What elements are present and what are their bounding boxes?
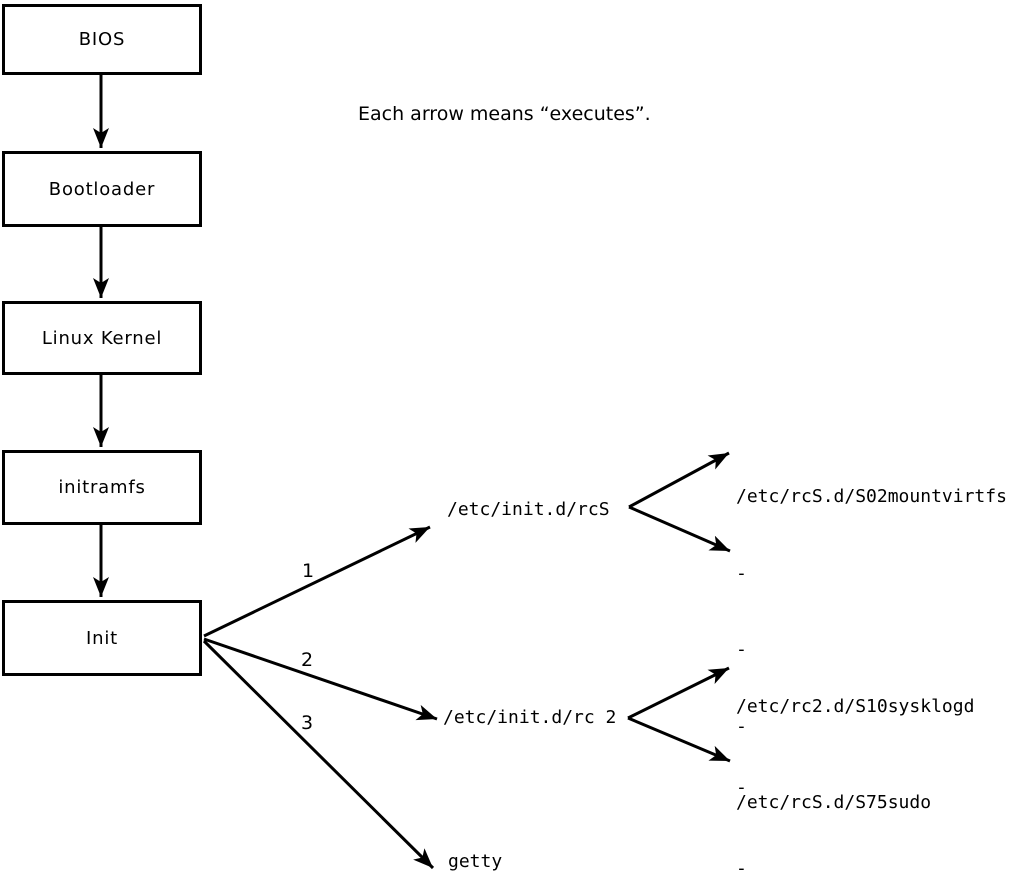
arrow-label-2: 2: [301, 649, 314, 671]
node-bootloader: Bootloader: [2, 151, 202, 227]
node-init-label: Init: [86, 627, 118, 649]
arrow-rc2-to-first-script: [627, 666, 730, 720]
rcs-script-dash: -: [736, 562, 747, 584]
node-bootloader-label: Bootloader: [48, 178, 156, 200]
arrow-rcs-to-last-script: [628, 505, 731, 553]
rcs-script-list: /etc/rcS.d/S02mountvirtfs - - - /etc/rcS…: [736, 433, 1007, 867]
target-getty: getty: [448, 851, 503, 872]
rc2-script-dash: -: [736, 858, 747, 875]
target-rcs-script: /etc/init.d/rcS: [447, 499, 610, 520]
rcs-script-last: /etc/rcS.d/S75sudo: [736, 792, 932, 813]
target-rc2-script: /etc/init.d/rc 2: [443, 707, 617, 728]
rc2-script-list: /etc/rc2.d/S10sysklogd - - - /etc/rc2.d/…: [736, 639, 974, 875]
rcs-script-first: /etc/rcS.d/S02mountvirtfs: [736, 486, 1007, 507]
arrow-label-3: 3: [301, 712, 314, 734]
arrow-init-to-getty: [202, 639, 435, 870]
node-bios-label: BIOS: [78, 29, 126, 50]
arrow-rc2-to-last-script: [627, 716, 731, 763]
node-init: Init: [2, 600, 202, 676]
arrow-init-to-rc2: [203, 637, 438, 721]
node-initramfs-label: initramfs: [58, 477, 146, 498]
rc2-script-dash: -: [736, 777, 747, 798]
arrow-rcs-to-first-script: [628, 451, 730, 509]
arrow-label-1: 1: [302, 560, 315, 582]
node-linux-kernel-label: Linux Kernel: [41, 327, 163, 349]
arrow-init-to-rcs: [203, 525, 431, 638]
rcs-script-dash: -: [736, 715, 747, 737]
rcs-script-dash: -: [736, 639, 747, 660]
node-linux-kernel: Linux Kernel: [2, 301, 202, 375]
node-bios: BIOS: [2, 4, 202, 75]
rc2-script-first: /etc/rc2.d/S10sysklogd: [736, 696, 975, 717]
node-initramfs: initramfs: [2, 450, 202, 525]
note-arrow-meaning: Each arrow means “executes”.: [358, 103, 651, 125]
